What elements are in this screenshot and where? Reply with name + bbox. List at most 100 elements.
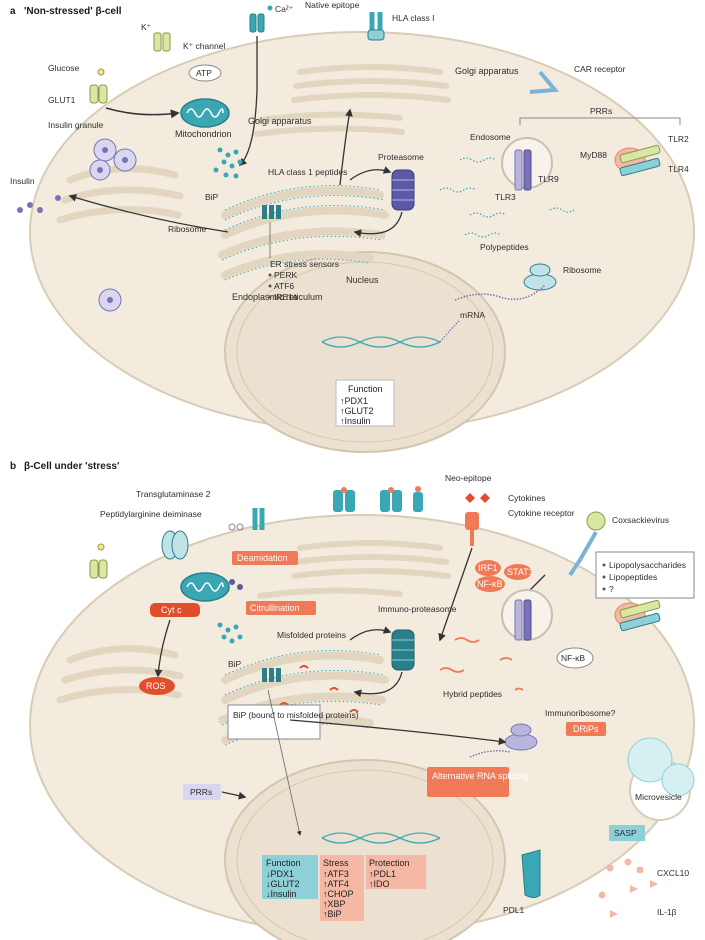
stat1-label: STAT1 bbox=[507, 567, 534, 577]
panel-a: a 'Non-stressed' β-cell Nucleus Golgi ap… bbox=[10, 0, 695, 453]
coxsackievirus-label: Coxsackievirus bbox=[612, 515, 669, 525]
transglutaminase-label: Transglutaminase 2 bbox=[136, 489, 211, 499]
citrullination-label: Citrullination bbox=[250, 603, 300, 613]
er-stress-sensor-a bbox=[262, 205, 281, 219]
car-receptor-icon bbox=[529, 70, 560, 94]
tlr9-icon bbox=[514, 149, 523, 191]
microvesicle-1 bbox=[627, 737, 673, 783]
cxcl10-dots bbox=[598, 858, 658, 918]
tlr3-icon bbox=[523, 149, 532, 191]
panel-a-title: 'Non-stressed' β-cell bbox=[24, 6, 122, 17]
cytokine-receptor-icon bbox=[465, 512, 479, 530]
cytc-badge bbox=[150, 603, 200, 617]
cxcl10-label: CXCL10 bbox=[657, 868, 689, 878]
bip-dots-b bbox=[217, 622, 243, 644]
nfkb-bubble bbox=[556, 647, 594, 669]
neo-epitope-label: Neo-epitope bbox=[445, 473, 492, 483]
misfolded-label: Misfolded proteins bbox=[277, 630, 346, 640]
golgi-b bbox=[257, 540, 451, 599]
il1b-label: IL-1β bbox=[657, 907, 677, 917]
alt-splicing-label: Alternative RNA splicing bbox=[432, 771, 528, 781]
tlr2-icon bbox=[619, 144, 661, 164]
prrs-label-b: PRRs bbox=[190, 787, 212, 797]
cytokines-label: Cytokines bbox=[508, 493, 545, 503]
hla-class-i-label: HLA class I bbox=[392, 13, 435, 23]
function-title-b: Function bbox=[266, 858, 301, 868]
glucose-label: Glucose bbox=[48, 63, 79, 73]
ire1a-label: IRE1a bbox=[274, 292, 298, 302]
pdl1-icon bbox=[521, 849, 541, 898]
drips-badge bbox=[566, 722, 606, 736]
ros-badge bbox=[139, 677, 175, 695]
coxsackievirus-icon bbox=[586, 511, 606, 531]
stat1-badge bbox=[504, 564, 532, 580]
stress-item-2: ↑CHOP bbox=[323, 889, 354, 899]
proteasome-a bbox=[391, 169, 415, 211]
immunoproteasome-label: Immuno-proteasome bbox=[378, 604, 457, 614]
ca-label: Ca²⁺ bbox=[275, 4, 294, 14]
peptidylarginine-label-1: Peptidylarginine deiminase bbox=[100, 509, 202, 519]
lps-item-0: Lipopolysaccharides bbox=[609, 560, 686, 570]
nucleus-inner-a bbox=[236, 261, 494, 443]
k-ion-label: K⁺ bbox=[141, 22, 152, 32]
deamidation-label: Deamidation bbox=[237, 553, 288, 563]
function-box-b bbox=[262, 855, 318, 899]
k-channel-label: K⁺ channel bbox=[183, 41, 225, 51]
polypeptides-a bbox=[439, 157, 575, 238]
atp-label: ATP bbox=[196, 68, 212, 78]
er-a bbox=[218, 186, 389, 279]
prrs-label-a: PRRs bbox=[590, 106, 612, 116]
k-channel-icon bbox=[153, 32, 162, 52]
function-item-a-1: ↑GLUT2 bbox=[340, 406, 374, 416]
sasp-badge bbox=[609, 825, 645, 841]
irf1-label: IRF1 bbox=[478, 563, 498, 573]
sasp-label: SASP bbox=[614, 828, 637, 838]
protection-box bbox=[366, 855, 426, 889]
perk-label: PERK bbox=[274, 270, 297, 280]
alt-splicing-badge bbox=[427, 767, 509, 797]
er-stress-sensor-b bbox=[262, 668, 281, 682]
function-title-a: Function bbox=[348, 384, 383, 394]
pdl1-label: PDL1 bbox=[503, 905, 525, 915]
microvesicle-label: Microvesicle bbox=[635, 792, 682, 802]
mitochondrion-b bbox=[180, 572, 230, 602]
ribosome-left-label: Ribosome bbox=[168, 224, 207, 234]
nfkb-label: NF-κB bbox=[561, 653, 585, 663]
ca-ion-icon bbox=[267, 5, 273, 11]
function-box-a bbox=[335, 379, 395, 427]
deamidation-badge bbox=[232, 551, 298, 565]
bip-bound-label: BiP (bound to misfolded proteins) bbox=[233, 710, 359, 720]
nfkb-nuc-badge bbox=[475, 576, 505, 592]
glucose-icon bbox=[97, 68, 105, 76]
function-item-a-0: ↑PDX1 bbox=[340, 396, 368, 406]
atp-bubble bbox=[188, 64, 222, 82]
bip-dots-a bbox=[213, 147, 243, 179]
dna-b bbox=[321, 832, 441, 844]
prrs-bracket bbox=[519, 117, 681, 125]
protection-item-1: ↑IDO bbox=[369, 879, 390, 889]
er-label-a: Endoplasmic reticulum bbox=[232, 292, 323, 302]
panel-b: b β-Cell under 'stress' bbox=[10, 461, 695, 940]
hla-peptides-label: HLA class 1 peptides bbox=[268, 167, 347, 177]
glut1-icon bbox=[89, 84, 99, 104]
hla-class-i-icon bbox=[367, 29, 385, 41]
proteasome-label: Proteasome bbox=[378, 152, 424, 162]
golgi-label-1: Golgi apparatus bbox=[455, 66, 519, 76]
native-epitope-label: Native epitope bbox=[305, 0, 360, 10]
drips-label: DRiPs bbox=[573, 724, 599, 734]
immunoproteasome bbox=[391, 629, 415, 671]
er-ribosome-dots-a bbox=[221, 185, 386, 281]
function-item-a-2: ↑Insulin bbox=[340, 416, 371, 426]
atf6-label: ATF6 bbox=[274, 281, 294, 291]
stress-item-1: ↑ATF4 bbox=[323, 879, 349, 889]
dna-a bbox=[321, 336, 441, 348]
nfkb-nuc-label: NF-κB bbox=[477, 579, 503, 589]
insulin-granule-label: Insulin granule bbox=[48, 120, 104, 130]
bip-label-a: BiP bbox=[205, 192, 219, 202]
nucleus-label-a: Nucleus bbox=[346, 275, 379, 285]
stress-item-4: ↑BiP bbox=[323, 909, 342, 919]
insulin-label-a: Insulin bbox=[10, 176, 35, 186]
car-receptor-label: CAR receptor bbox=[574, 64, 626, 74]
mitochondrion-a bbox=[180, 98, 230, 128]
